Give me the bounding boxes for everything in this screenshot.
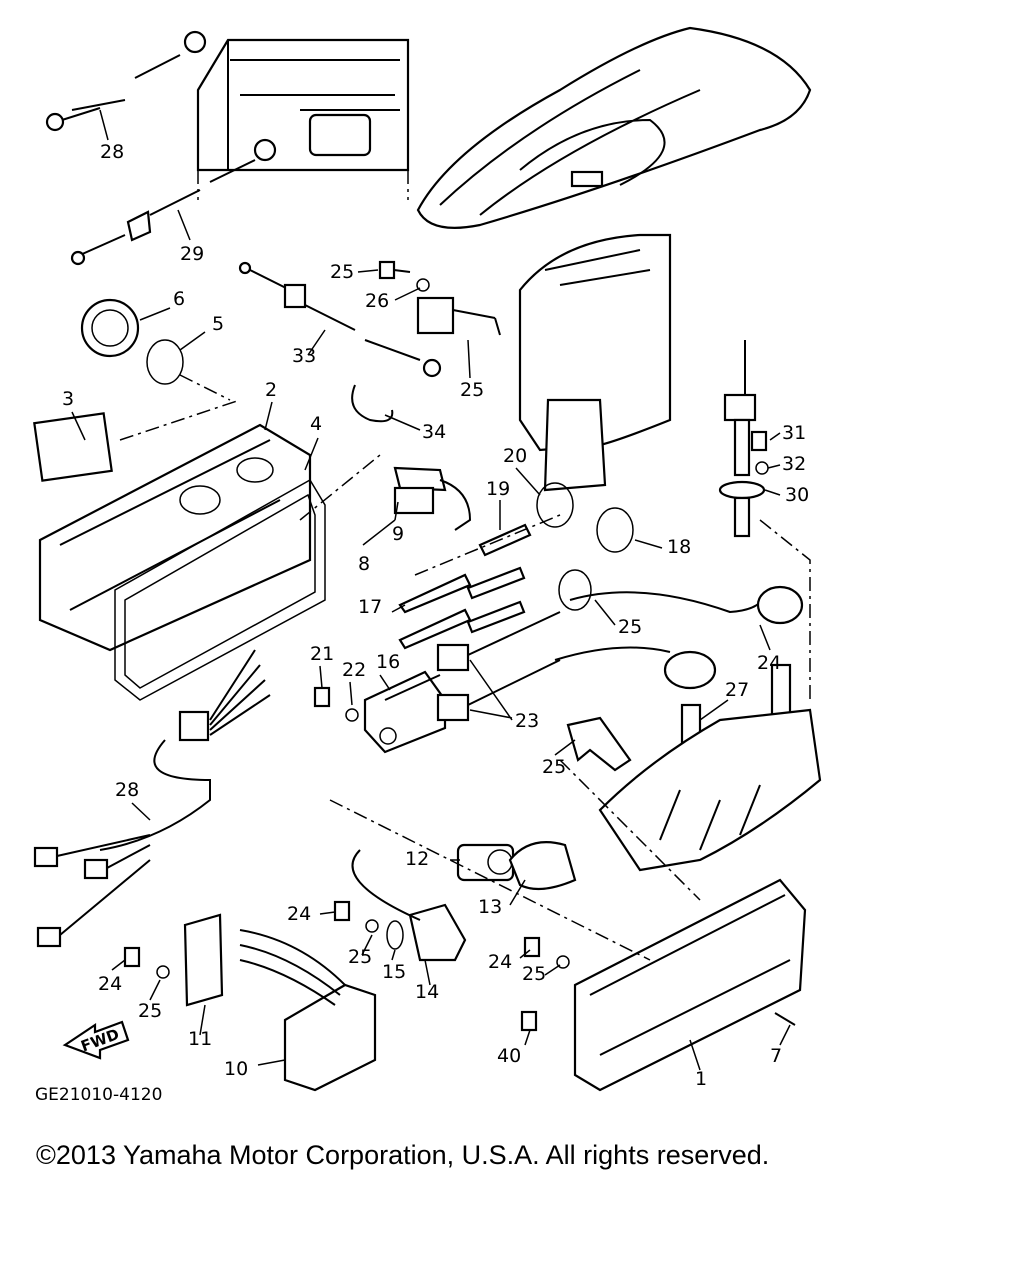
bolt-24-a [333,900,351,922]
callout-22: 22 [342,659,366,681]
fuse-holder-8 [393,466,472,531]
callout-32: 28 [115,779,139,801]
callout-24-c: 24 [488,951,512,973]
battery-cable-33 [45,30,207,132]
bolt-24-b [123,946,141,968]
callout-9: 9 [392,523,404,545]
callout-30: 26 [365,290,389,312]
bolt-40 [520,1010,538,1032]
callout-25-a: 25 [348,946,372,968]
copyright-notice: ©2013 Yamaha Motor Corporation, U.S.A. A… [36,1140,770,1170]
callout-labels: 28 29 25 26 6 5 33 25 3 2 4 34 31 32 30 … [35,141,809,1105]
engine-cover [518,233,672,492]
callout-28-top: 25 [460,379,484,401]
bolt-21 [313,686,331,708]
label-3 [33,412,113,482]
bolt-24-c [523,936,541,958]
electrical-box-1 [573,878,807,1092]
callout-17: 17 [358,596,382,618]
callout-37: 32 [782,453,806,475]
clamp-18 [596,507,634,553]
callout-1: 1 [695,1068,707,1090]
bolt-36 [750,430,768,452]
callout-10: 10 [224,1058,248,1080]
washer-37 [755,461,769,475]
callout-35: 30 [785,484,809,506]
callout-40: 40 [497,1045,521,1067]
callout-31: 27 [725,679,749,701]
callout-33: 28 [100,141,124,163]
washer-22 [345,708,359,722]
starter-relay-12 [456,843,515,882]
wire-harness-32 [33,649,271,948]
washer-25-b [156,965,170,979]
exploded-parts-diagram: FWD 28 29 25 26 6 5 33 25 3 2 4 34 31 32… [33,26,822,1105]
callout-36: 31 [782,422,806,444]
callout-39: 34 [422,421,446,443]
callout-28-lower: 25 [542,756,566,778]
callout-3: 3 [62,388,74,410]
callout-20: 20 [503,445,527,467]
callout-23: 23 [515,710,539,732]
callout-6: 6 [173,288,185,310]
callout-34: 29 [180,243,204,265]
callout-21: 21 [310,643,334,665]
temp-sensor-35 [718,340,766,538]
callout-11: 11 [188,1028,212,1050]
gasket-4 [114,478,326,701]
clamp-27 [558,569,592,611]
rectifier-14 [351,849,467,962]
cdi-unit-10 [239,929,377,1092]
callout-29: 25 [330,261,354,283]
cylinder-head [598,708,822,872]
callout-18: 18 [667,536,691,558]
electrical-box-2 [38,423,312,652]
battery [196,38,410,200]
callout-27: 25 [618,616,642,638]
clamp-15 [386,920,404,950]
washer-25-c [556,955,570,969]
callout-8: 8 [358,553,370,575]
hose-17 [398,566,526,650]
wire-38 [238,261,442,378]
callout-26: 24 [757,652,781,674]
bracket-11 [183,913,224,1007]
callout-24-b: 24 [98,973,122,995]
plug-cap-26 [554,585,804,690]
bracket-28-lower [566,716,632,772]
callout-5: 5 [212,313,224,335]
clamp-20 [536,482,574,528]
bolt-29 [378,260,411,280]
callout-25-c: 25 [522,963,546,985]
callout-24-a: 24 [287,903,311,925]
bracket-13 [508,841,577,891]
callout-4: 4 [310,413,322,435]
callout-7: 7 [770,1045,782,1067]
callout-19: 19 [486,478,510,500]
callout-2: 2 [265,379,277,401]
cap-23 [436,611,561,722]
diagram-code: GE21010-4120 [35,1085,162,1105]
callout-14: 14 [415,981,439,1003]
oring-5 [146,339,184,385]
callout-15: 15 [382,961,406,983]
cap-6 [80,298,140,358]
ignition-coil-16 [363,670,447,754]
washer-30 [416,278,430,292]
callout-13: 13 [478,896,502,918]
connector-28-top [416,296,501,336]
callout-12: 12 [405,848,429,870]
callout-16: 16 [376,651,400,673]
washer-25-a [365,919,379,933]
battery-cable-34 [70,138,277,266]
hull-deck [416,26,812,229]
screw-7 [774,1012,796,1026]
hose-19 [478,523,532,557]
callout-38: 33 [292,345,316,367]
fwd-arrow: FWD [62,1020,130,1060]
callout-25-b: 25 [138,1000,162,1022]
